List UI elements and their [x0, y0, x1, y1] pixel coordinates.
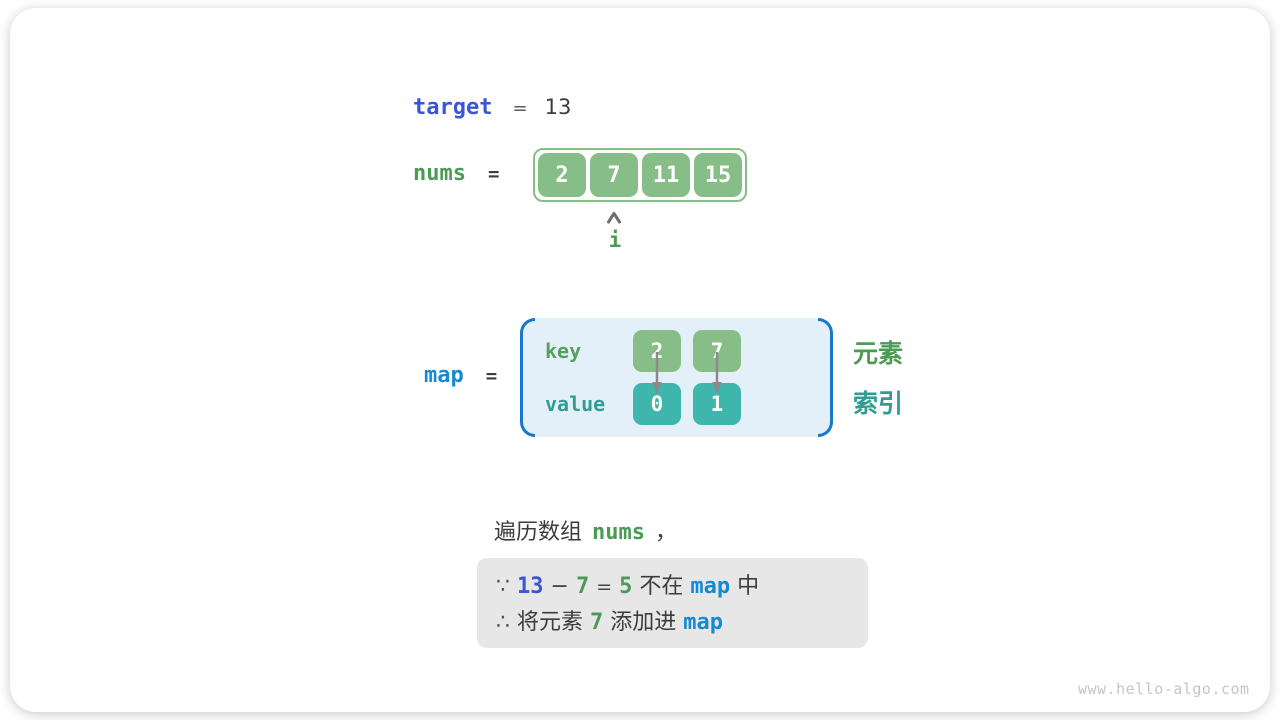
key-to-value-arrow-icon: [711, 352, 723, 400]
map-keyword-inline: map: [690, 574, 731, 599]
array-cell: 7: [590, 153, 638, 197]
map-label: map =: [424, 363, 497, 388]
text-in: 中: [737, 574, 760, 599]
array-cell: 2: [538, 153, 586, 197]
target-value: 13: [544, 95, 572, 119]
pointer-label: i: [608, 228, 622, 252]
difference: 5: [619, 574, 633, 599]
caption-prefix: 遍历数组: [494, 520, 583, 545]
because-symbol: ∵: [496, 574, 510, 599]
caption-nums-keyword: nums: [592, 520, 645, 545]
text-add-element: 将元素: [517, 610, 584, 635]
equals-sign: =: [596, 576, 613, 598]
map-value-row-label: value: [545, 392, 606, 416]
minuend: 13: [517, 574, 544, 599]
map-bracket-left: [520, 318, 535, 437]
map-container: key value 2 7 0 1: [520, 318, 833, 437]
element-value: 7: [590, 610, 604, 635]
key-to-value-arrow-icon: [651, 352, 663, 400]
map-side-label-element: 元素: [853, 339, 904, 368]
map-keyword-inline: map: [683, 610, 724, 635]
map-side-label-index: 索引: [853, 389, 904, 418]
map-equals: =: [485, 365, 498, 387]
caption-suffix: ，: [655, 520, 678, 545]
nums-array: 2 7 11 15: [533, 148, 747, 202]
nums-keyword: nums: [413, 161, 466, 186]
target-equals: =: [512, 98, 528, 119]
text-add-into: 添加进: [610, 610, 677, 635]
reason-line-1: ∵ 13 − 7 = 5 不在 map 中: [496, 569, 868, 605]
array-cell: 15: [694, 153, 742, 197]
caption-line: 遍历数组 nums ，: [494, 514, 677, 546]
text-not-in: 不在: [639, 574, 684, 599]
therefore-symbol: ∴: [496, 610, 510, 635]
nums-equals: =: [487, 163, 500, 185]
map-key-cell: 2: [633, 330, 681, 372]
minus-sign: −: [550, 574, 569, 599]
subtrahend: 7: [575, 574, 590, 599]
nums-label: nums =: [413, 161, 499, 186]
map-bracket-right: [818, 318, 833, 437]
array-cell: 11: [642, 153, 690, 197]
reason-line-2: ∴ 将元素 7 添加进 map: [496, 605, 868, 640]
map-keyword: map: [424, 363, 464, 388]
pointer-caret-icon: [606, 209, 622, 228]
map-key-row-label: key: [545, 339, 582, 363]
reason-box: ∵ 13 − 7 = 5 不在 map 中 ∴ 将元素 7 添加进 map: [477, 558, 868, 648]
target-keyword: target: [413, 95, 493, 120]
target-line: target = 13: [413, 95, 571, 120]
site-watermark: www.hello-algo.com: [1078, 680, 1250, 698]
